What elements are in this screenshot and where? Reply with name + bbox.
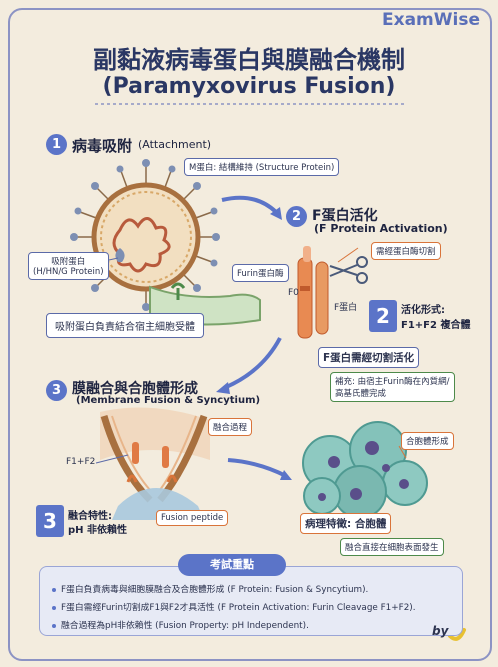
step2-title-en: (F Protein Activation): [314, 222, 448, 235]
step1-caption: 吸附蛋白負責結合宿主細胞受體: [46, 313, 204, 338]
m-protein-label: M蛋白: 結構維持 (Structure Protein): [184, 158, 340, 176]
summary-point: F蛋白需經Furin切割成F1與F2才具活性 (F Protein Activa…: [52, 600, 416, 613]
page-title: 副黏液病毒蛋白與膜融合機制: [93, 46, 405, 74]
step2-title: F蛋白活化: [312, 208, 378, 224]
pathology-label: 病理特徵: 合胞體: [300, 513, 392, 534]
syncytium-label: 合胞體形成: [401, 432, 454, 450]
pathology-note: 融合直接在細胞表面發生: [340, 538, 444, 556]
cleavage-label: 需經蛋白酶切割: [371, 242, 441, 260]
step3-number: 3: [46, 380, 67, 401]
step1-title: 病毒吸附: [72, 137, 133, 155]
step3-title-en: (Membrane Fusion & Syncytium): [76, 395, 261, 406]
active-form-line2: F1+F2 複合體: [401, 320, 471, 331]
summary-point: 融合過程為pH非依賴性 (Fusion Property: pH Indepen…: [52, 618, 309, 631]
page-frame: [8, 8, 492, 661]
summary-heading: 考試重點: [178, 554, 286, 576]
supplement-note: 補充: 由宿主Furin酶在內質網/ 高基氏體完成: [330, 372, 455, 402]
page-subtitle: (Paramyxovirus Fusion): [102, 74, 396, 99]
f0-label: F0: [288, 288, 299, 298]
virus-illustration: [70, 159, 220, 311]
banana-icon: [448, 628, 466, 641]
fusion-property-line1: 融合特性:: [68, 511, 112, 522]
attachment-protein-en: (H/HN/G Protein): [33, 267, 104, 277]
f-protein-illustration: [297, 246, 329, 339]
step1-title-en: (Attachment): [138, 138, 212, 151]
fusion-process-label: 融合過程: [208, 418, 253, 436]
bullet-icon: [52, 587, 56, 592]
step2-number: 2: [286, 206, 307, 227]
summary-panel: [39, 566, 463, 636]
summary-point-text: F蛋白需經Furin切割成F1與F2才具活性 (F Protein Activa…: [61, 603, 416, 613]
f-protein-label: F蛋白: [334, 303, 358, 313]
attachment-protein-label: 吸附蛋白 (H/HN/G Protein): [28, 252, 109, 280]
cleavage-note: F蛋白需經切割活化: [318, 347, 420, 368]
scissors-icon: [329, 256, 368, 284]
summary-point-text: 融合過程為pH非依賴性 (Fusion Property: pH Indepen…: [61, 621, 309, 631]
summary-point-text: F蛋白負責病毒與細胞膜融合及合胞體形成 (F Protein: Fusion &…: [61, 585, 369, 595]
bullet-icon: [52, 605, 56, 610]
active-form-line1: 活化形式:: [401, 305, 445, 316]
step1-number: 1: [46, 134, 67, 155]
step3-title: 膜融合與合胞體形成: [72, 381, 198, 397]
bullet-icon: [52, 623, 56, 628]
furin-label: Furin蛋白酶: [232, 264, 289, 282]
supplement-line2: 高基氏體完成: [335, 389, 387, 399]
supplement-line1: 補充: 由宿主Furin酶在內質網/: [335, 377, 450, 387]
brand-logo: ExamWise: [382, 10, 480, 30]
attachment-protein-zh: 吸附蛋白: [51, 257, 86, 267]
signature: by: [432, 624, 449, 638]
step3-big-number: 3: [36, 505, 64, 537]
membrane-fusion-illustration: [100, 407, 210, 520]
step2-big-number: 2: [369, 300, 397, 332]
syncytium-illustration: [302, 421, 428, 519]
fusion-peptide-label: Fusion peptide: [156, 510, 229, 526]
f1f2-label: F1+F2: [66, 457, 96, 467]
summary-point: F蛋白負責病毒與細胞膜融合及合胞體形成 (F Protein: Fusion &…: [52, 582, 368, 595]
fusion-property-line2: pH 非依賴性: [68, 525, 128, 536]
